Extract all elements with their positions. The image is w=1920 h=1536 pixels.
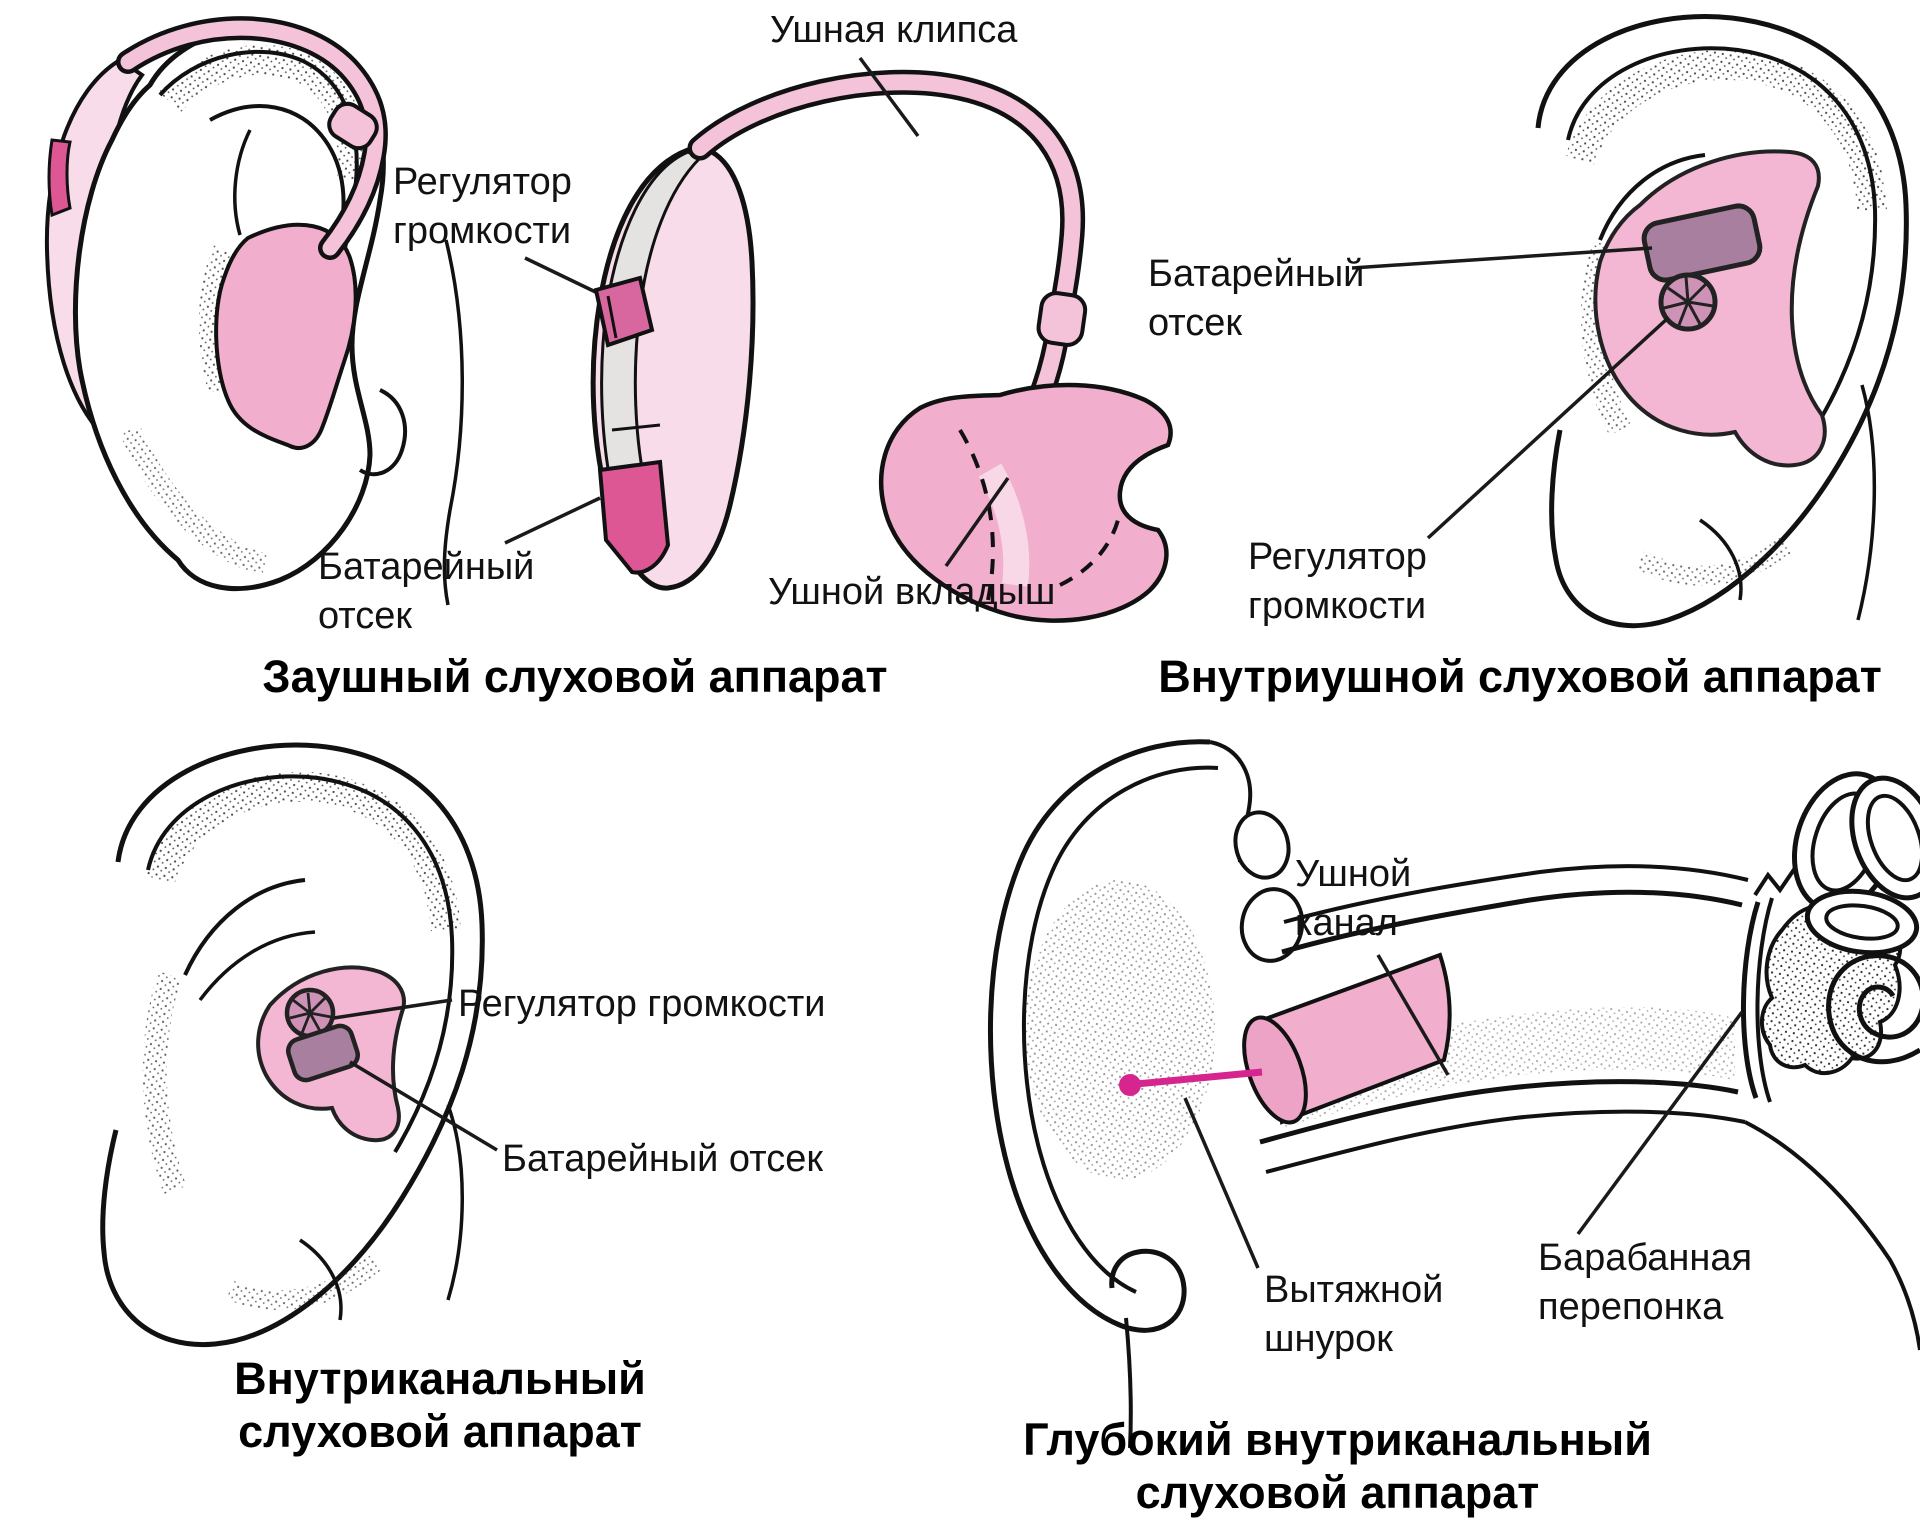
canal-top-wall bbox=[1281, 889, 1743, 955]
leader-battery bbox=[1351, 246, 1653, 270]
itc-ear-illustration bbox=[100, 742, 498, 1348]
bte-battery-sliver bbox=[47, 138, 72, 218]
antihelix-line bbox=[1598, 153, 1706, 241]
leader-battery bbox=[504, 496, 601, 545]
caption-cic: Глубокий внутриканальный слуховой аппара… bbox=[1023, 1414, 1652, 1519]
bte-worn-ear-illustration bbox=[44, 16, 609, 606]
leader-battery bbox=[349, 1060, 498, 1152]
helix-crus-oval-2 bbox=[1239, 887, 1305, 963]
semicircular-canal-2-inner bbox=[1865, 793, 1920, 883]
pinna-lobe-line bbox=[1124, 1317, 1133, 1449]
face-edge-line bbox=[1856, 384, 1877, 621]
face-edge-line bbox=[442, 239, 464, 606]
caption-bte: Заушный слуховой аппарат bbox=[262, 651, 888, 702]
lobe-shading bbox=[1635, 536, 1792, 586]
earmold-shape bbox=[879, 382, 1173, 623]
label-bte-battery-compartment: Батарейный отсек bbox=[318, 546, 535, 637]
lobe-line bbox=[299, 1238, 343, 1321]
helix-shading bbox=[145, 771, 461, 932]
battery-compartment-shape bbox=[597, 459, 671, 575]
cochlea-spiral bbox=[1826, 953, 1920, 1065]
cic-device-cap bbox=[1242, 1015, 1308, 1125]
leader-volume bbox=[333, 998, 453, 1020]
label-ear-canal: Ушной канал bbox=[1295, 853, 1412, 944]
pinna-inner-contour bbox=[1021, 765, 1219, 1294]
caption-itc: Внутриканальный слуховой аппарат bbox=[234, 1353, 646, 1458]
hook-tube-fill bbox=[692, 74, 1081, 448]
label-itc-volume-control: Регулятор громкости bbox=[458, 983, 826, 1025]
tragus-line bbox=[358, 388, 407, 477]
lobe-shading bbox=[119, 425, 269, 576]
cic-cross-section-illustration bbox=[987, 739, 1920, 1449]
canal-top-skin bbox=[1283, 864, 1749, 924]
hook-connector bbox=[1036, 291, 1088, 347]
concha-shading bbox=[1025, 880, 1215, 1180]
skull-lower-contour bbox=[1744, 1120, 1920, 1351]
inner-helix-line bbox=[146, 774, 455, 1154]
label-ear-mold: Ушной вкладыш bbox=[768, 571, 1056, 613]
concha-fold-line bbox=[198, 930, 316, 1002]
antihelix-branch bbox=[233, 129, 252, 236]
leader-eardrum bbox=[1576, 1010, 1744, 1236]
label-ite-volume-control: Регулятор громкости bbox=[1248, 536, 1427, 627]
helix-shading bbox=[1565, 49, 1887, 212]
label-ite-battery-compartment: Батарейный отсек bbox=[1148, 253, 1365, 344]
volume-rocker bbox=[593, 275, 655, 348]
leader-volume bbox=[524, 256, 609, 300]
concha-shading bbox=[198, 245, 237, 394]
volume-rocker-ridge bbox=[606, 295, 618, 339]
label-itc-battery-compartment: Батарейный отсек bbox=[502, 1138, 823, 1180]
helix-crus-oval-1 bbox=[1233, 810, 1291, 880]
tube-connector bbox=[327, 101, 379, 151]
leader-volume bbox=[1426, 316, 1670, 540]
lobe-line bbox=[1699, 518, 1743, 601]
earmold-dashed-line-1 bbox=[958, 428, 995, 601]
pull-cord bbox=[1135, 1068, 1263, 1088]
label-eardrum: Барабанная перепонка bbox=[1538, 1237, 1753, 1328]
label-ear-clip: Ушная клипса bbox=[770, 9, 1018, 51]
battery-door bbox=[285, 1023, 361, 1083]
eardrum-line-1 bbox=[1740, 901, 1761, 1099]
pull-cord-knob bbox=[1119, 1074, 1141, 1096]
leader-ear-clip bbox=[858, 56, 920, 138]
label-bte-volume-control: Регулятор громкости bbox=[393, 161, 572, 252]
bte-device-illustration bbox=[590, 56, 1173, 623]
lobe-shading bbox=[226, 1254, 382, 1310]
canal-bottom-wall bbox=[1259, 1079, 1739, 1145]
inner-helix-line bbox=[1566, 46, 1878, 422]
earmold-light-band bbox=[978, 463, 1030, 587]
battery-door bbox=[1641, 203, 1763, 283]
earmold-in-ear bbox=[214, 222, 358, 450]
eardrum-line-2 bbox=[1755, 897, 1774, 1103]
face-edge-line bbox=[446, 1104, 464, 1301]
label-pull-cord: Вытяжной шнурок bbox=[1264, 1269, 1444, 1360]
volume-wheel-spokes bbox=[289, 992, 332, 1034]
antihelix-shading bbox=[142, 971, 187, 1195]
caption-ite: Внутриушной слуховой аппарат bbox=[1158, 651, 1882, 702]
ite-ear-illustration bbox=[1351, 14, 1909, 629]
leader-ear-canal bbox=[1376, 954, 1450, 1076]
antihelix-line bbox=[183, 878, 306, 976]
hook-tube-outline bbox=[687, 69, 1086, 453]
canal-bottom-skin bbox=[1265, 1109, 1746, 1174]
leader-earmold bbox=[944, 476, 1010, 568]
semicircular-canal-3-inner bbox=[1824, 903, 1900, 941]
earmold-dashed-line-2 bbox=[1059, 519, 1120, 587]
leader-pull-cord bbox=[1183, 1097, 1260, 1269]
tube-fill bbox=[120, 20, 384, 256]
volume-wheel-spokes bbox=[1663, 276, 1714, 326]
